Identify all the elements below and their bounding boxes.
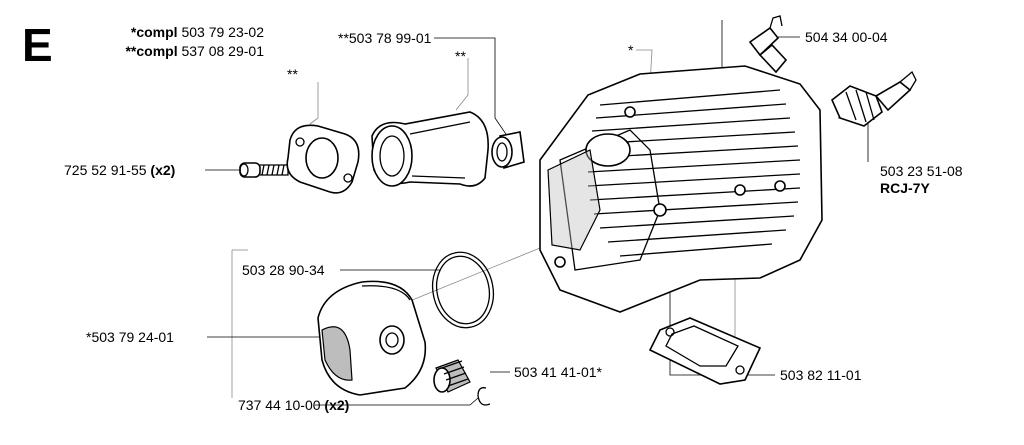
mark-double-manifold: ** (455, 48, 466, 64)
intake-manifold-part (371, 111, 489, 187)
label-needle-bearing: 503 41 41-01* (514, 364, 602, 380)
intake-flange-part (286, 124, 360, 194)
label-screw-qty: (x2) (150, 162, 176, 178)
needle-bearing-part (433, 359, 471, 393)
screw-part (239, 162, 289, 178)
piston-part (317, 280, 427, 396)
label-spark-plug-type-text: RCJ-7Y (880, 180, 930, 196)
label-circlip-qty: (x2) (324, 397, 350, 413)
label-cylinder-gasket: 503 82 11-01 (780, 367, 862, 383)
piston-ring-part (431, 251, 495, 329)
label-spark-plug-number: 503 23 51-08 (880, 163, 963, 179)
axis-piston (399, 247, 541, 306)
cylinder-part (539, 65, 823, 313)
assembly-note-2: **compl 537 08 29-01 (84, 43, 264, 59)
label-piston-ring: 503 28 90-34 (242, 262, 325, 278)
leader-intake-gasket (434, 37, 511, 141)
leader-circlip (315, 397, 479, 406)
leader-intake-manifold (455, 58, 469, 111)
label-piston: *503 79 24-01 (86, 329, 174, 345)
label-circlip: 737 44 10-00 (x2) (238, 397, 349, 413)
label-decompression-valve: 504 34 00-04 (805, 29, 888, 45)
assembly-note-2-prefix: **compl (125, 43, 178, 59)
label-screw-number: 725 52 91-55 (64, 162, 147, 178)
intake-sleeve-part (491, 131, 525, 170)
section-letter: E (22, 19, 53, 71)
label-spark-plug: 503 23 51-08 (880, 163, 963, 179)
cylinder-gasket-part (648, 317, 762, 385)
assembly-note-1-number: 503 79 23-02 (181, 24, 264, 40)
label-circlip-number: 737 44 10-00 (238, 397, 321, 413)
mark-single-cylinder: * (628, 42, 634, 58)
mark-double-flange: ** (287, 66, 298, 82)
assembly-note-1: *compl 503 79 23-02 (84, 24, 264, 40)
assembly-note-2-number: 537 08 29-01 (181, 43, 264, 59)
decompression-valve-part (748, 15, 788, 74)
spark-plug-part (831, 70, 917, 127)
label-intake-gasket: **503 78 99-01 (338, 30, 432, 46)
label-spark-plug-type: RCJ-7Y (880, 180, 930, 196)
label-screw: 725 52 91-55 (x2) (64, 162, 175, 178)
assembly-note-1-prefix: *compl (130, 24, 178, 40)
leader-intake-flange (309, 82, 319, 125)
circlip-part (477, 387, 491, 406)
